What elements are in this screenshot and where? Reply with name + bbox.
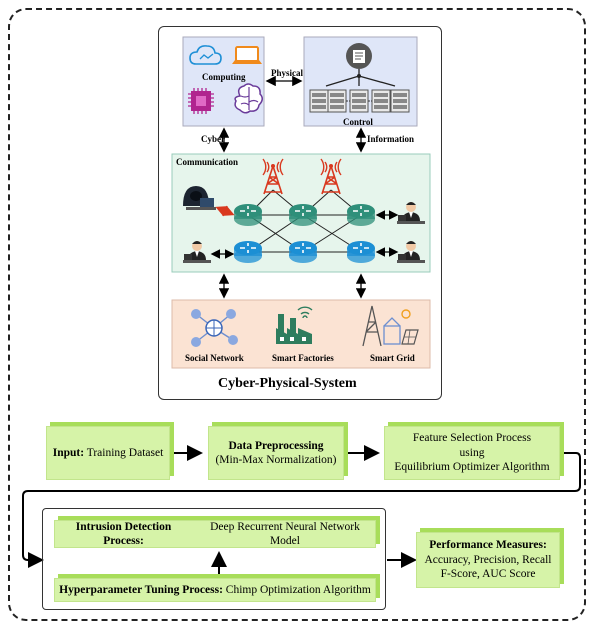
router-icon-green-3 [346,203,376,227]
attack-arrow [215,205,235,217]
social-network-icon [191,309,238,347]
input-bold: Input: [52,446,85,459]
preprocessing-box: Data Preprocessing (Min-Max Normalizatio… [208,426,344,480]
router-icon-blue-2 [288,240,318,264]
cyber-label: Cyber [201,134,225,144]
input-text: Training Dataset [86,446,164,459]
outer-dashed-frame [8,8,586,621]
feature-line-3: Equilibrium Optimizer Algorithm [394,461,550,474]
feature-selection-box: Feature Selection Process using Equilibr… [384,426,560,480]
hacker-icon [183,186,216,210]
cps-title: Cyber-Physical-System [218,376,357,391]
performance-line-1: Accuracy, Precision, Recall [424,553,552,566]
control-label: Control [343,117,373,127]
router-icon-green-2 [288,203,318,227]
preprocessing-title: Data Preprocessing [228,439,324,452]
router-icon-green-1 [233,203,263,227]
social-network-label: Social Network [185,353,244,363]
intrusion-detection-box: Intrusion Detection Process: Deep Recurr… [54,520,376,548]
cpu-chip-icon [188,88,214,114]
cloud-icon [189,45,222,65]
hyperparameter-tuning-box: Hyperparameter Tuning Process: Chimp Opt… [54,578,376,602]
preprocessing-subtitle: (Min-Max Normalization) [215,454,337,466]
smart-factory-icon [276,306,313,344]
information-label: Information [367,134,414,144]
feature-line-2: using [459,446,485,459]
laptop-icon [232,46,262,64]
arrow-feature-to-model [22,452,581,568]
hyper-bold: Hyperparameter Tuning Process: [59,583,223,596]
performance-measures-box: Performance Measures: Accuracy, Precisio… [416,532,560,588]
model-group-frame [42,508,386,610]
smart-factories-label: Smart Factories [272,353,334,363]
input-box: Input: Training Dataset [46,426,170,480]
performance-title: Performance Measures: [429,539,547,552]
hyper-text: Chimp Optimization Algorithm [225,583,371,596]
smart-grid-label: Smart Grid [370,353,415,363]
computing-label: Computing [202,72,246,82]
performance-line-2: F-Score, AUC Score [440,568,536,581]
intrusion-bold: Intrusion Detection Process: [75,520,172,547]
control-server-hub-icon [309,43,410,113]
router-icon-blue-3 [346,240,376,264]
physical-label: Physical [271,68,304,78]
smart-grid-icon [362,305,419,347]
feature-line-1: Feature Selection Process [412,432,532,445]
communication-label: Communication [176,157,239,167]
brain-icon [234,83,263,114]
router-icon-blue-1 [233,240,263,264]
intrusion-text: Deep Recurrent Neural Network Model [210,520,360,547]
